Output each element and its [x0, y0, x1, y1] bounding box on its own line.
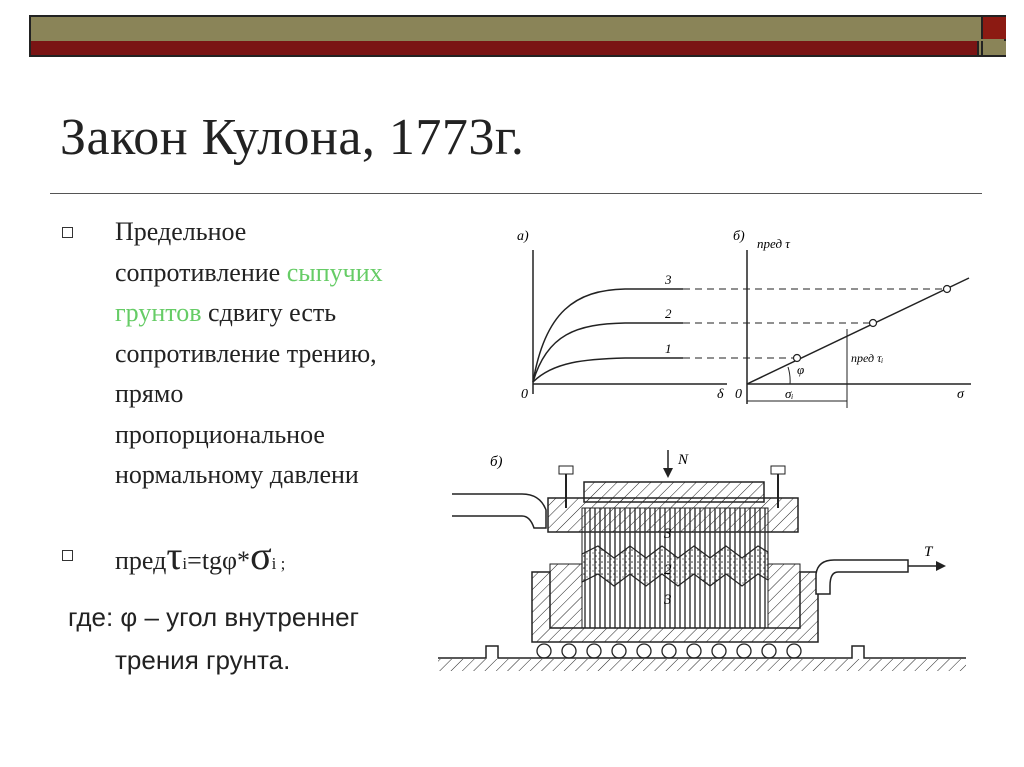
curve-label-2: 2 — [665, 306, 672, 321]
point-3 — [942, 284, 952, 294]
force-label: T — [924, 544, 934, 560]
panel-a-label: а) — [517, 229, 529, 244]
header-bar-top — [31, 17, 977, 41]
graph-b-y-label: пред τ — [757, 236, 791, 251]
coulomb-formula: предτi=tgφ*σi ; — [115, 532, 285, 579]
formula-middle: =tgφ* — [187, 546, 251, 575]
coulomb-line — [746, 277, 970, 385]
bullet-1-line-2-start: сопротивление — [115, 257, 287, 287]
formula-sub-1: i — [182, 554, 188, 573]
bullet-1-line-4: сопротивление трению, — [115, 338, 377, 368]
bullet-2-marker — [62, 550, 73, 561]
bullet-1-line-2: сопротивление сыпучих — [115, 253, 383, 294]
header-corner-olive — [981, 41, 1006, 55]
curve-label-3: 3 — [664, 272, 672, 287]
right-pipe — [815, 559, 909, 595]
bullet-1-line-3: грунтов сдвигу есть — [115, 293, 383, 334]
point-2 — [868, 318, 878, 328]
layer-label-upper: 3 — [663, 526, 672, 542]
force-arrowhead — [936, 561, 946, 571]
header-bar-accent — [29, 41, 979, 57]
lower-side-left — [549, 563, 583, 629]
bolt-left-head — [558, 465, 574, 475]
curve-1 — [532, 357, 683, 383]
curve-2 — [532, 322, 683, 383]
bullet-1-line-1: Предельное — [115, 217, 247, 246]
formula-tau: τ — [166, 533, 183, 578]
shear-test-graphs: а) б) 0 δ 3 2 1 0 σ пред τ φ σᵢ пред τᵢ — [505, 222, 985, 417]
highlight-soils: грунтов — [115, 298, 202, 327]
pred-tau-i-label: пред τᵢ — [851, 351, 883, 365]
curve-label-1: 1 — [665, 341, 672, 356]
layer-label-middle: 2 — [664, 562, 672, 578]
graph-a-origin: 0 — [521, 387, 528, 402]
bullet-1-line-7: нормальному давлени — [115, 460, 359, 489]
where-line-1: где: φ – угол внутреннег — [68, 602, 360, 632]
rollers — [536, 643, 802, 659]
load-label: N — [677, 452, 689, 468]
graph-a-axis-label: δ — [717, 387, 724, 402]
panel-b-label: б) — [733, 229, 745, 244]
phi-arc — [787, 366, 791, 385]
bullet-1-marker — [62, 227, 73, 238]
load-arrowhead — [663, 468, 673, 478]
bullet-1-line-5: прямо — [115, 379, 184, 408]
highlight-loose: сыпучих — [286, 257, 383, 287]
header-corner-red — [981, 17, 1006, 39]
graph-b-axis-label: σ — [957, 387, 965, 402]
shear-box-apparatus: б) N 3 2 3 T — [438, 446, 966, 684]
panel-label: б) — [490, 454, 503, 470]
formula-prefix: пред — [115, 546, 167, 575]
phi-label: φ — [797, 362, 804, 377]
lower-side-right — [767, 563, 801, 629]
point-1 — [792, 353, 802, 363]
bullet-1-line-6: пропорциональное — [115, 419, 325, 449]
bullet-1-line-3-end: сдвигу есть — [201, 298, 337, 327]
title-rule — [50, 193, 982, 194]
curve-3 — [532, 288, 683, 383]
formula-sub-2: i — [271, 554, 277, 573]
bullet-1-text: Предельное сопротивление сыпучих грунтов… — [115, 212, 383, 496]
bolt-right-head — [770, 465, 786, 475]
graph-b-origin: 0 — [735, 387, 742, 402]
formula-suffix: ; — [276, 554, 286, 573]
formula-sigma: σ — [250, 533, 272, 578]
ground-hatch — [438, 659, 966, 671]
where-line-2: трения грунта. — [115, 645, 291, 675]
layer-label-lower: 3 — [663, 592, 672, 608]
left-pipe — [452, 493, 547, 529]
slide-title: Закон Кулона, 1773г. — [60, 109, 525, 166]
ground-line — [438, 645, 966, 659]
sigma-i-label: σᵢ — [785, 386, 793, 401]
